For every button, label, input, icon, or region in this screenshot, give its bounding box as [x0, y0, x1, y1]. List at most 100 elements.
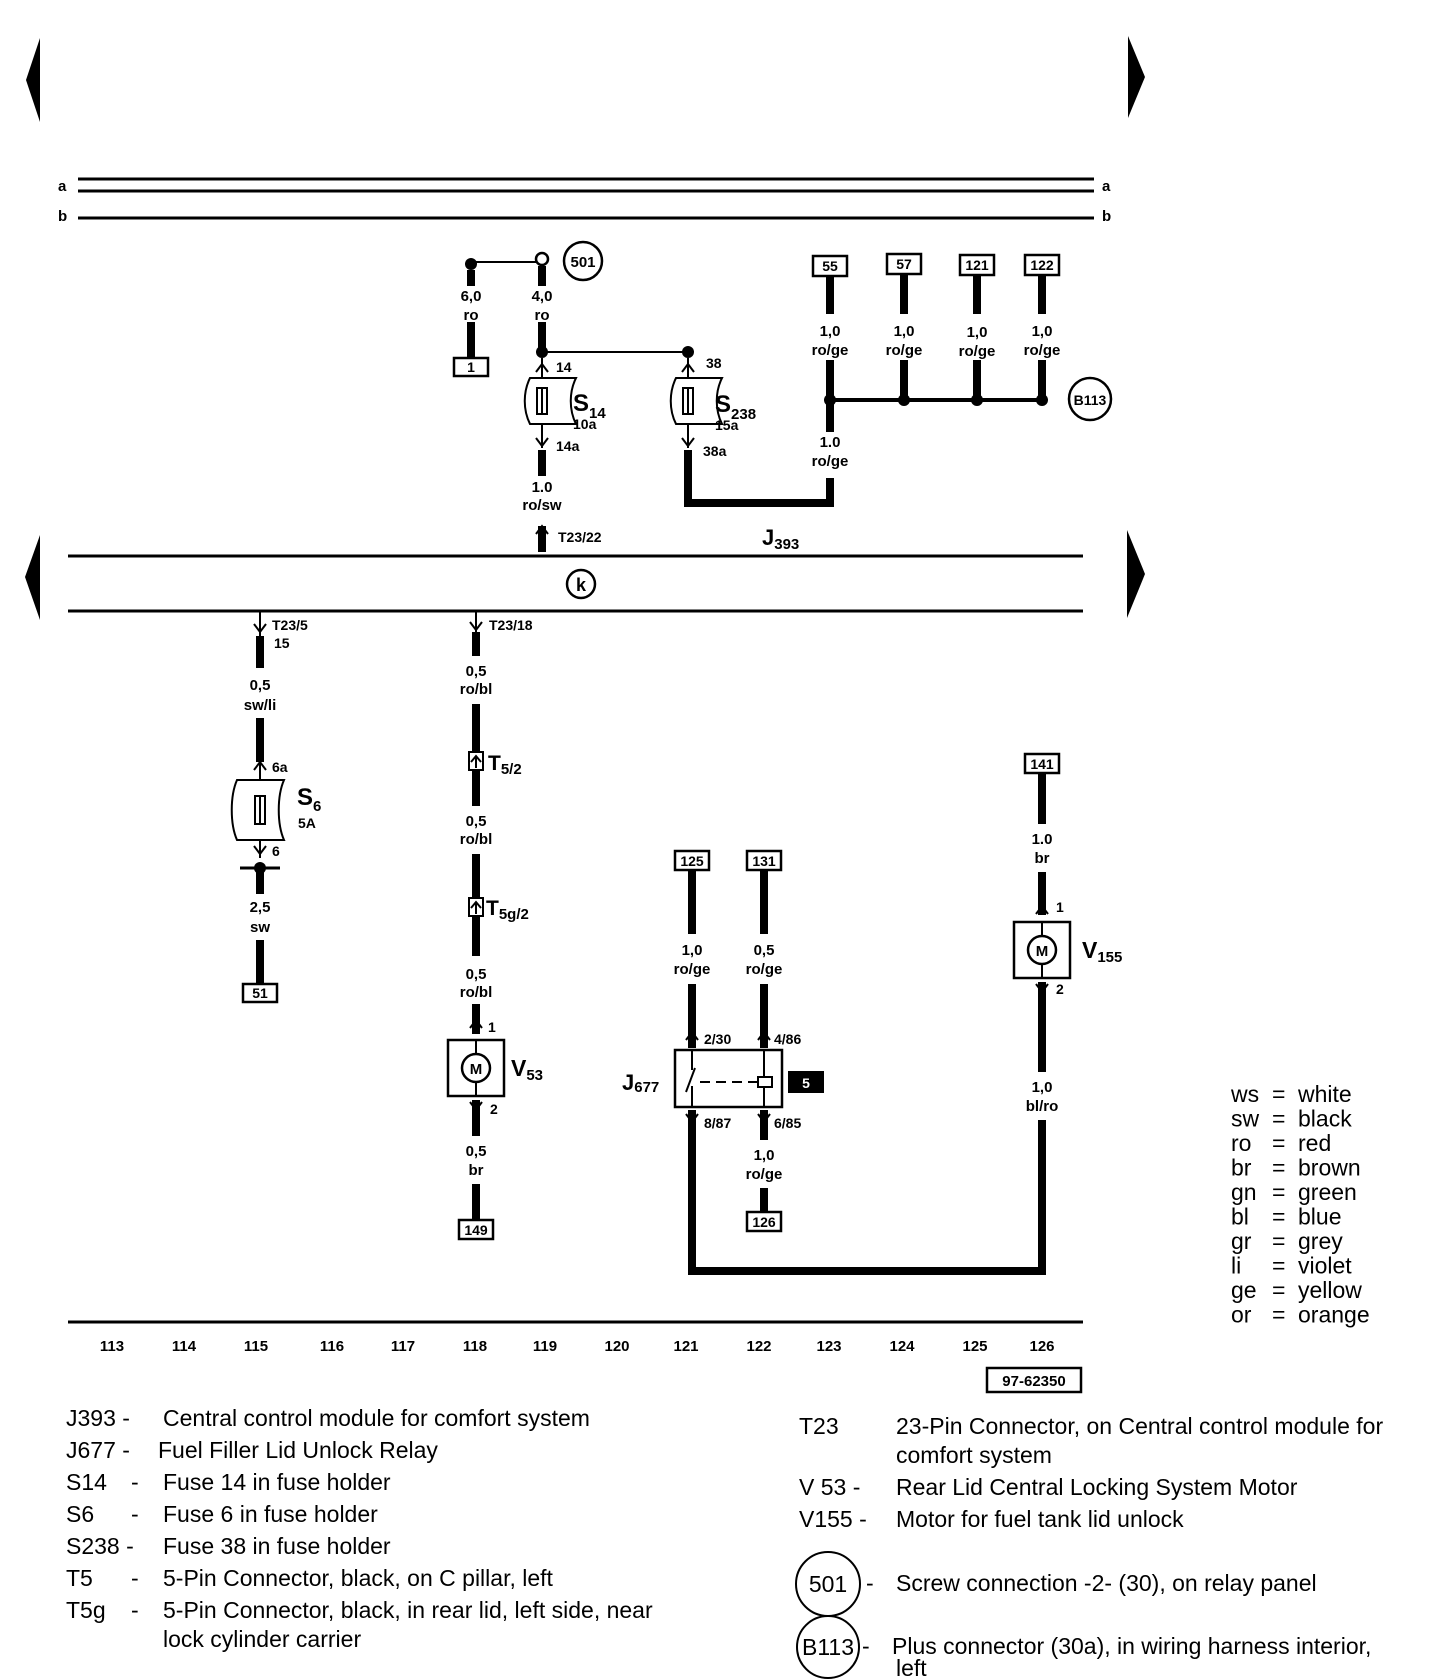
figure-id-box	[985, 1366, 1083, 1394]
wire-size-label: 0,5	[466, 663, 487, 680]
wire-color-label: ro/bl	[460, 984, 493, 1001]
plus-connector-b113-symbol	[1067, 376, 1113, 422]
grid-number: 120	[604, 1338, 629, 1355]
legend-text: Fuse 38 in fuse holder	[163, 1533, 391, 1559]
terminal-box-55-label: 55	[822, 258, 838, 274]
wire-color-label: br	[1035, 850, 1050, 867]
wire-size-label: 1.0	[820, 434, 841, 451]
motor-v53-symbol: M	[470, 1061, 483, 1078]
fuse-s238	[669, 358, 724, 448]
wire-size-label: 0,5	[466, 813, 487, 830]
connector-t5g-2	[468, 897, 484, 917]
color-name: green	[1298, 1179, 1357, 1205]
legend-circle-501-label: 501	[809, 1571, 847, 1597]
grid-number: 119	[533, 1338, 557, 1355]
pin-label: 6/85	[774, 1115, 801, 1131]
legend-code: J393 -	[66, 1405, 130, 1431]
wire-color-label: ro	[464, 307, 479, 324]
terminal-box-125-label: 125	[680, 853, 704, 869]
fuse-s14-rating: 10a	[573, 416, 597, 432]
color-name: red	[1298, 1130, 1331, 1156]
legend-text: Plus connector (30a), in wiring harness …	[892, 1633, 1371, 1659]
wire-size-label: 0,5	[466, 1143, 487, 1160]
prev-page-arrow-middle[interactable]	[25, 535, 40, 620]
legend-code: V 53 -	[799, 1474, 860, 1500]
legend-circle-b113-label: B113	[802, 1634, 854, 1660]
color-equals: =	[1272, 1179, 1285, 1205]
grid-number: 115	[244, 1338, 268, 1355]
prev-page-arrow-top[interactable]	[26, 38, 40, 122]
terminal-box-121-label: 121	[965, 257, 989, 273]
color-code: sw	[1231, 1106, 1260, 1132]
terminal-box-141-label: 141	[1030, 756, 1054, 772]
bus-a: a a	[58, 177, 1111, 195]
pin-label: 15	[274, 635, 290, 651]
legend-code: S14	[66, 1469, 107, 1495]
color-code: ge	[1231, 1277, 1257, 1303]
module-j393-label: J393	[762, 525, 799, 553]
motor-v53	[446, 1038, 506, 1098]
color-name: brown	[1298, 1155, 1361, 1181]
wire-size-label: 1.0	[532, 479, 553, 496]
next-page-arrow-top[interactable]	[1128, 36, 1145, 118]
pin-label: 6	[272, 843, 280, 859]
component-legend-right: T23 23-Pin Connector, on Central control…	[795, 1413, 1383, 1680]
color-equals: =	[1272, 1130, 1285, 1156]
wire-color-label: bl/ro	[1026, 1098, 1059, 1115]
legend-dash: -	[131, 1597, 139, 1623]
legend-text: Fuse 14 in fuse holder	[163, 1469, 391, 1495]
fuse-s14-label: S14	[573, 390, 606, 422]
grid-number: 126	[1029, 1338, 1054, 1355]
screw-connection-501-symbol	[562, 240, 604, 282]
wire-size-label: 6,0	[461, 288, 482, 305]
legend-text: Rear Lid Central Locking System Motor	[896, 1474, 1298, 1500]
wire-size-label: 1,0	[1032, 1079, 1053, 1096]
wire-size-label: 0,5	[250, 677, 271, 694]
connector-t5-2	[468, 751, 484, 771]
legend-code: V155 -	[799, 1506, 867, 1532]
legend-dash: -	[862, 1633, 870, 1659]
pin-label: 8/87	[704, 1115, 731, 1131]
color-equals: =	[1272, 1081, 1285, 1107]
terminal-box-149	[457, 1218, 495, 1241]
figure-id-label: 97-62350	[1002, 1373, 1065, 1390]
color-equals: =	[1272, 1228, 1285, 1254]
relay-position-box-label: 5	[802, 1075, 810, 1091]
wire-color-label: sw/li	[244, 697, 277, 714]
wire-size-label: 1,0	[894, 323, 915, 340]
color-code: ro	[1231, 1130, 1251, 1156]
next-page-arrow-middle[interactable]	[1127, 530, 1145, 618]
grid-number: 121	[673, 1338, 698, 1355]
component-legend-left: J393 - Central control module for comfor…	[66, 1405, 653, 1652]
pin-label: 14	[556, 359, 572, 375]
legend-code: J677 -	[66, 1437, 130, 1463]
grid-number: 123	[816, 1338, 841, 1355]
wire-color-label: ro	[535, 307, 550, 324]
screw-terminal-501	[534, 251, 550, 267]
wire-color-label: br	[469, 1162, 484, 1179]
bus-a-label-right: a	[1102, 178, 1111, 195]
terminal-box-1	[452, 356, 490, 378]
color-name: violet	[1298, 1253, 1352, 1279]
legend-text: Central control module for comfort syste…	[163, 1405, 590, 1431]
wire-color-label: ro/ge	[1024, 342, 1061, 359]
wire-color-label: sw	[250, 919, 270, 936]
pin-label: 1	[1056, 899, 1064, 915]
wire-size-label: 0,5	[754, 942, 775, 959]
legend-text: 5-Pin Connector, black, on C pillar, lef…	[163, 1565, 554, 1591]
motor-v155-label: V155	[1082, 937, 1122, 966]
legend-dash: -	[866, 1570, 874, 1596]
legend-text: 5-Pin Connector, black, in rear lid, lef…	[163, 1597, 653, 1623]
wire-color-label: ro/ge	[812, 342, 849, 359]
wire-color-label: ro/ge	[886, 342, 923, 359]
wire-color-label: ro/sw	[522, 497, 562, 514]
fuse-s6	[230, 760, 286, 858]
legend-text: Screw connection -2- (30), on relay pane…	[896, 1570, 1317, 1596]
motor-v155-symbol: M	[1036, 943, 1049, 960]
connector-t5g-2-label: T5g/2	[486, 897, 529, 923]
junction-dot	[465, 258, 477, 270]
plus-connector-feeds: 55 57 121 122	[811, 252, 1061, 432]
legend-code: T5	[66, 1565, 93, 1591]
bus-a-label-left: a	[58, 178, 67, 195]
